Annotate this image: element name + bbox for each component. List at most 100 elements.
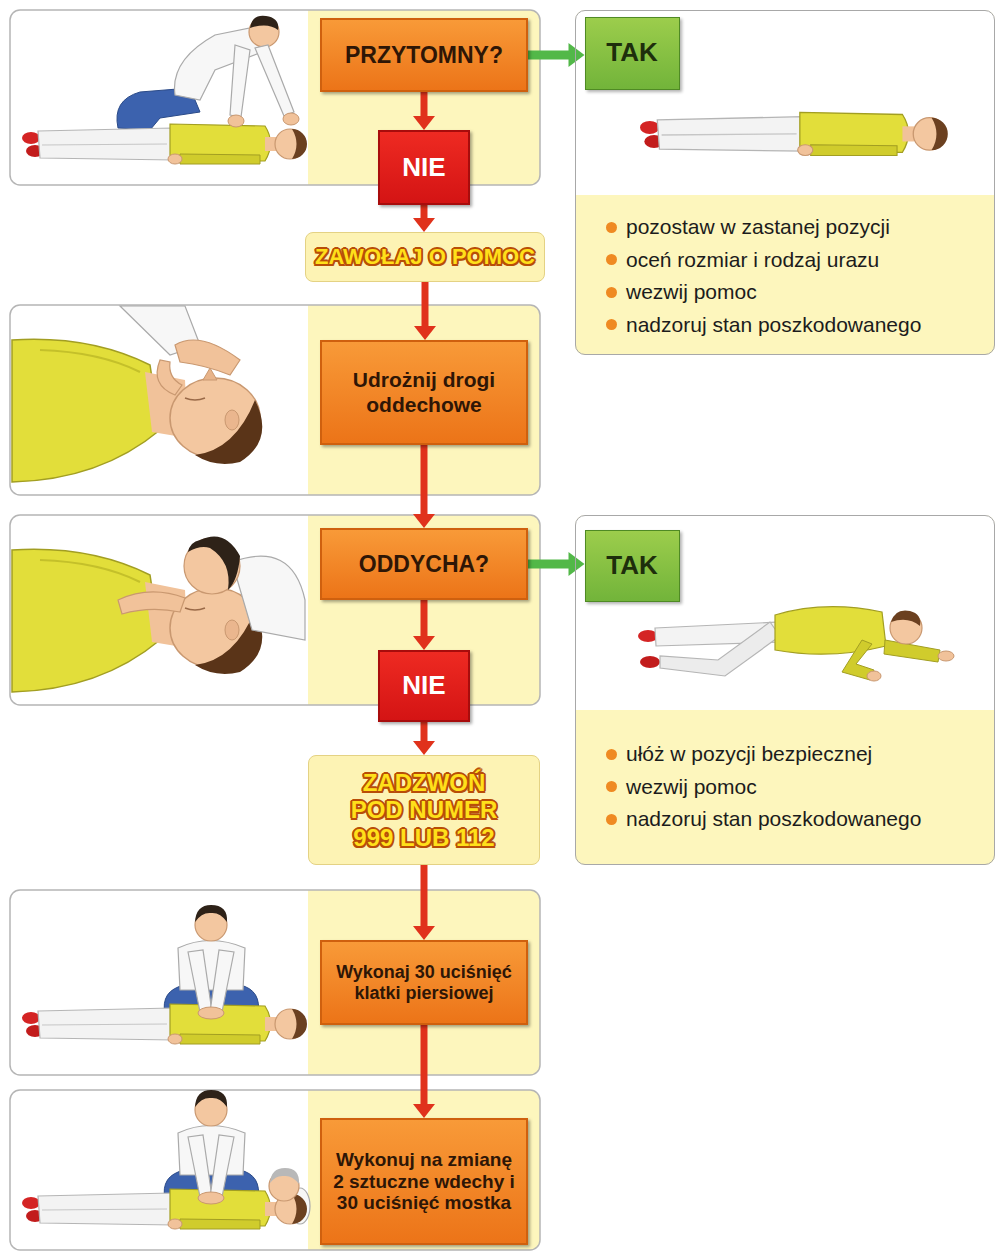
process-box: Udrożnij drogi oddechowe: [320, 340, 528, 445]
info-panel: pozostaw w zastanej pozycjioceń rozmiar …: [575, 10, 995, 355]
arrow-shaft: [421, 865, 428, 927]
bullet-dot: [606, 319, 617, 330]
arrow-head: [414, 326, 436, 340]
second-rescuer-head: [270, 1168, 299, 1184]
bullet-dot: [606, 287, 617, 298]
arrow-head: [413, 116, 435, 130]
bullet-text: nadzoruj stan poszkodowanego: [626, 803, 921, 836]
panel-background: [308, 1090, 540, 1250]
yes-box: TAK: [585, 17, 680, 90]
flow-arrow: [528, 43, 585, 67]
bullet-dot: [606, 814, 617, 825]
bullet-text: wezwij pomoc: [626, 771, 757, 804]
airway-head: [12, 339, 262, 482]
flow-arrow: [528, 552, 585, 576]
panel-background: [10, 305, 540, 495]
bullet-item: nadzoruj stan poszkodowanego: [606, 803, 984, 836]
no-box: NIE: [378, 650, 470, 722]
panel-background: [10, 305, 540, 495]
victim-figure: [22, 124, 307, 164]
panel-background: [10, 890, 540, 1075]
box-label: NIE: [388, 153, 460, 183]
airway-hands: [175, 340, 240, 375]
flow-arrow: [413, 865, 435, 940]
bullet-dot: [606, 222, 617, 233]
box-label: TAK: [594, 551, 671, 581]
info-panel: ułóż w pozycji bezpiecznejwezwij pomocna…: [575, 515, 995, 865]
bullet-item: wezwij pomoc: [606, 771, 984, 804]
panel-background: [10, 1090, 540, 1250]
rescuer-arms: [283, 113, 299, 125]
arrow-head: [413, 218, 435, 232]
flow-arrow: [413, 92, 435, 130]
rescuer-listening: [188, 536, 240, 590]
arrow-head: [413, 926, 435, 940]
bullet-text: ułóż w pozycji bezpiecznej: [626, 738, 872, 771]
panel-background: [575, 515, 995, 710]
arrow-head: [413, 1104, 435, 1118]
victim-figure: [640, 112, 948, 155]
recovery-position-figure: [640, 656, 660, 668]
recovery-position-figure: [867, 671, 881, 681]
box-label: ZADZWOŃ POD NUMER 999 LUB 112: [337, 769, 511, 852]
bullet-list: ułóż w pozycji bezpiecznejwezwij pomocna…: [606, 738, 984, 836]
recovery-position-figure: [938, 651, 954, 661]
arrow-shaft: [421, 722, 428, 742]
bullet-dot: [606, 781, 617, 792]
flow-arrow: [413, 600, 435, 650]
yes-box: TAK: [585, 530, 680, 602]
recovery-position-figure: [660, 622, 780, 676]
box-label: Wykonuj na zmianę 2 sztuczne wdechy i 30…: [330, 1149, 518, 1215]
panel-background: [575, 10, 995, 195]
arrow-head: [413, 636, 435, 650]
arrow-shaft: [421, 92, 428, 117]
panel-background: [10, 890, 540, 1075]
process-box: Wykonuj na zmianę 2 sztuczne wdechy i 30…: [320, 1118, 528, 1245]
arrow-shaft: [528, 51, 570, 60]
recovery-position-figure: [638, 607, 954, 681]
flow-arrow: [414, 282, 436, 340]
arrow-shaft: [421, 1025, 428, 1105]
rescuer-arms: [188, 950, 234, 1019]
bullet-item: oceń rozmiar i rodzaj urazu: [606, 244, 984, 277]
bullet-text: oceń rozmiar i rodzaj urazu: [626, 244, 879, 277]
rescuer-arms: [228, 115, 244, 127]
bullet-item: pozostaw w zastanej pozycji: [606, 211, 984, 244]
second-rescuer-head: [269, 1168, 299, 1201]
panel-background: [575, 515, 995, 865]
rescuer-arms: [230, 45, 250, 117]
box-label: NIE: [388, 671, 460, 701]
arrow-shaft: [421, 205, 428, 219]
flow-arrow: [413, 1025, 435, 1118]
arrow-head: [413, 741, 435, 755]
arrow-head: [413, 514, 435, 528]
arrow-shaft: [421, 600, 428, 637]
no-box: NIE: [378, 130, 470, 205]
rescuer-checking: [175, 28, 263, 100]
rescuer-checking: [250, 16, 278, 30]
bullet-item: ułóż w pozycji bezpiecznej: [606, 738, 984, 771]
bullet-item: wezwij pomoc: [606, 276, 984, 309]
flow-arrow: [413, 722, 435, 755]
box-label: ZAWOŁAJ O POMOC: [314, 244, 536, 269]
bullet-item: nadzoruj stan poszkodowanego: [606, 309, 984, 342]
bullet-text: pozostaw w zastanej pozycji: [626, 211, 890, 244]
action-banner: ZADZWOŃ POD NUMER 999 LUB 112: [308, 755, 540, 865]
panel-background: [308, 10, 540, 185]
box-label: PRZYTOMNY?: [330, 42, 518, 68]
box-label: Wykonaj 30 uciśnięć klatki piersiowej: [330, 962, 518, 1003]
box-label: TAK: [594, 38, 671, 68]
decision-box: ODDYCHA?: [320, 528, 528, 600]
rescuer-listening: [232, 556, 305, 640]
panel-background: [575, 10, 995, 355]
recovery-position-figure: [891, 610, 920, 626]
panel-background: [308, 515, 540, 705]
panel-background: [10, 10, 995, 1250]
action-banner: ZAWOŁAJ O POMOC: [305, 232, 545, 282]
rescuer-arms: [188, 1135, 234, 1204]
bullet-text: nadzoruj stan poszkodowanego: [626, 309, 921, 342]
process-box: Wykonaj 30 uciśnięć klatki piersiowej: [320, 940, 528, 1025]
rescuer-listening: [118, 536, 305, 640]
flow-arrow: [413, 445, 435, 528]
